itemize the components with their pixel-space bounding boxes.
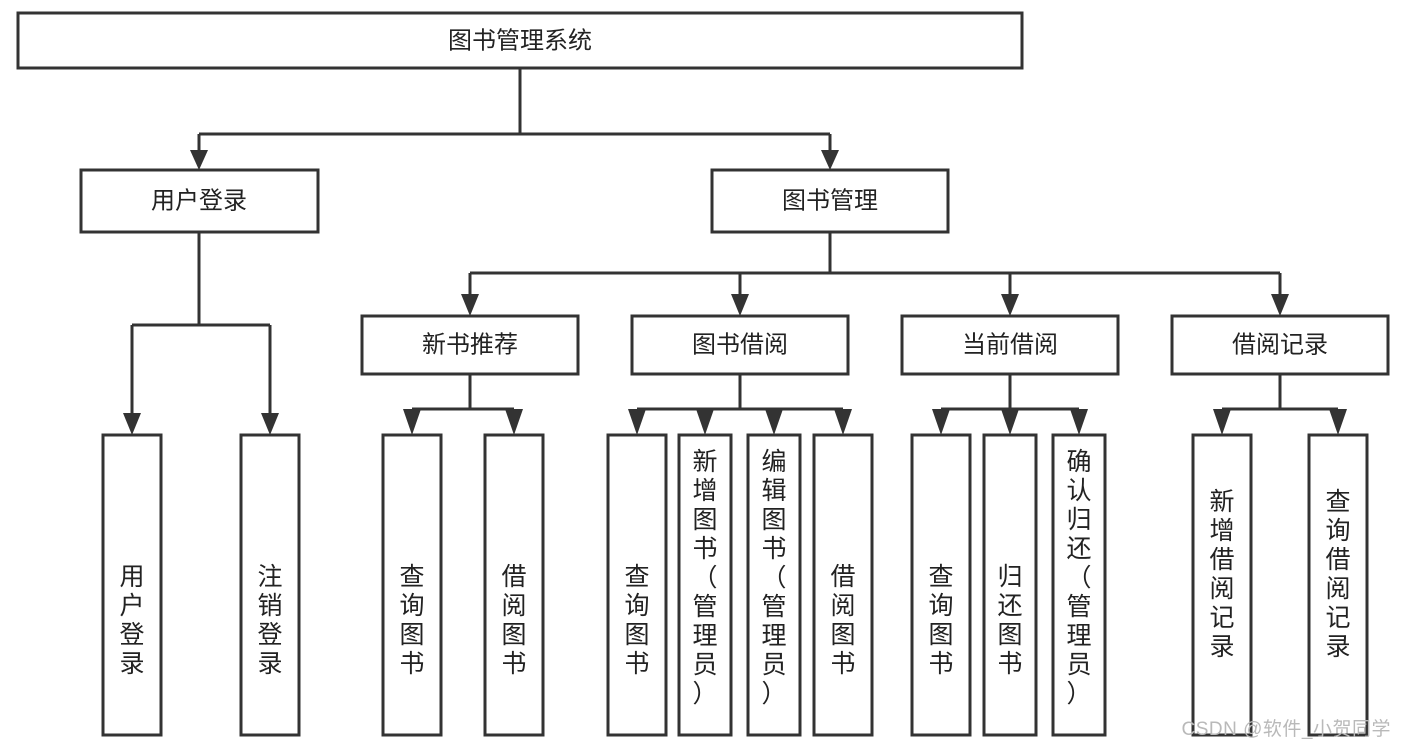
leaf-current-return-book-label: 归还图书 — [997, 563, 1022, 678]
arrow-to-leaf-cur-query — [932, 409, 950, 435]
arrow-to-user-login — [190, 150, 208, 170]
leaf-record-add-box[interactable] — [1191, 433, 1253, 737]
arrow-to-leaf-rec-search — [1329, 409, 1347, 435]
node-root-label: 图书管理系统 — [448, 27, 592, 54]
leaf-logout-label: 注销登录 — [257, 563, 282, 678]
arrow-to-leaf-bor-add — [696, 409, 714, 435]
node-book-management-box[interactable] — [710, 168, 950, 234]
node-current-borrow-label: 当前借阅 — [962, 331, 1058, 358]
leaf-current-query-book-label: 查询图书 — [928, 563, 953, 678]
leaf-borrow-edit-book-label: 编辑图书（管理员） — [761, 448, 786, 708]
leaf-recommend-borrow-book[interactable]: 借阅图书 — [483, 433, 545, 737]
arrow-to-leaf-user-login — [123, 413, 141, 435]
leaf-user-login-box[interactable] — [101, 433, 163, 737]
arrow-to-borrow-record — [1271, 294, 1289, 316]
node-borrow-record-label: 借阅记录 — [1232, 331, 1328, 358]
edge-root-to-level2-bus — [197, 68, 832, 154]
leaf-borrow-borrow-book[interactable]: 借阅图书 — [812, 433, 874, 737]
leaf-borrow-borrow-book-label: 借阅图书 — [830, 563, 855, 678]
edge-new-book-rec-bus — [410, 374, 516, 417]
edge-book-mgmt-bus — [468, 232, 1282, 298]
leaf-recommend-borrow-book-label: 借阅图书 — [501, 563, 526, 678]
leaf-current-confirm-return-label: 确认归还（管理员） — [1066, 448, 1091, 708]
connector-layer — [123, 68, 1347, 435]
arrow-to-new-book-rec — [461, 294, 479, 316]
leaf-record-add-label: 新增借阅记录 — [1209, 488, 1234, 661]
arrow-to-book-mgmt — [821, 150, 839, 170]
leaf-record-search-box[interactable] — [1307, 433, 1369, 737]
arrow-to-leaf-bor-edit — [765, 409, 783, 435]
leaf-borrow-query-book-label: 查询图书 — [624, 563, 649, 678]
node-new-book-recommend-label: 新书推荐 — [422, 331, 518, 358]
leaf-current-return-book-box[interactable] — [982, 433, 1038, 737]
node-borrow-record[interactable]: 借阅记录 — [1170, 314, 1390, 376]
leaf-record-add[interactable]: 新增借阅记录 — [1191, 433, 1253, 737]
node-user-login[interactable]: 用户登录 — [79, 168, 320, 234]
leaf-recommend-query-book-label: 查询图书 — [399, 563, 424, 678]
node-current-borrow-box[interactable] — [900, 314, 1120, 376]
leaf-logout[interactable]: 注销登录 — [239, 433, 301, 737]
leaf-current-confirm-return-box[interactable] — [1051, 433, 1107, 737]
leaf-record-search[interactable]: 查询借阅记录 — [1307, 433, 1369, 737]
edge-user-login-bus — [130, 232, 272, 417]
leaf-borrow-query-book[interactable]: 查询图书 — [606, 433, 668, 737]
node-user-login-label: 用户登录 — [151, 187, 247, 214]
leaf-user-login-label: 用户登录 — [119, 563, 144, 678]
arrow-to-leaf-bor-borrow — [834, 409, 852, 435]
node-book-borrow[interactable]: 图书借阅 — [630, 314, 850, 376]
node-book-borrow-box[interactable] — [630, 314, 850, 376]
node-borrow-record-box[interactable] — [1170, 314, 1390, 376]
leaf-user-login[interactable]: 用户登录 — [101, 433, 163, 737]
node-book-borrow-label: 图书借阅 — [692, 331, 788, 358]
leaf-recommend-query-book[interactable]: 查询图书 — [381, 433, 443, 737]
node-new-book-recommend[interactable]: 新书推荐 — [360, 314, 580, 376]
edge-book-borrow-bus — [635, 374, 845, 417]
node-user-login-box[interactable] — [79, 168, 320, 234]
node-current-borrow[interactable]: 当前借阅 — [900, 314, 1120, 376]
leaf-record-search-label: 查询借阅记录 — [1325, 488, 1350, 661]
node-new-book-recommend-box[interactable] — [360, 314, 580, 376]
arrow-to-leaf-bor-query — [628, 409, 646, 435]
arrow-to-leaf-logout — [261, 413, 279, 435]
leaf-current-query-book-box[interactable] — [910, 433, 972, 737]
leaf-current-query-book[interactable]: 查询图书 — [910, 433, 972, 737]
edge-borrow-record-bus — [1220, 374, 1340, 417]
arrow-to-current-borrow — [1001, 294, 1019, 316]
node-root[interactable]: 图书管理系统 — [16, 11, 1024, 70]
leaf-borrow-add-book-label: 新增图书（管理员） — [692, 448, 717, 708]
node-root-box[interactable] — [16, 11, 1024, 70]
leaf-borrow-edit-book-box[interactable] — [746, 433, 802, 737]
arrow-to-book-borrow — [731, 294, 749, 316]
leaf-borrow-add-book[interactable]: 新增图书（管理员） — [677, 433, 733, 737]
arrow-to-leaf-rec-query — [403, 409, 421, 435]
leaf-recommend-borrow-book-box[interactable] — [483, 433, 545, 737]
arrow-to-leaf-cur-confirm — [1070, 409, 1088, 435]
leaf-current-confirm-return[interactable]: 确认归还（管理员） — [1051, 433, 1107, 737]
arrow-to-leaf-rec-add — [1213, 409, 1231, 435]
leaf-borrow-add-book-box[interactable] — [677, 433, 733, 737]
leaf-logout-box[interactable] — [239, 433, 301, 737]
arrow-to-leaf-rec-borrow — [505, 409, 523, 435]
node-book-management-label: 图书管理 — [782, 187, 878, 214]
node-book-management[interactable]: 图书管理 — [710, 168, 950, 234]
leaf-current-return-book[interactable]: 归还图书 — [982, 433, 1038, 737]
leaf-borrow-edit-book[interactable]: 编辑图书（管理员） — [746, 433, 802, 737]
leaf-recommend-query-book-box[interactable] — [381, 433, 443, 737]
leaf-borrow-borrow-book-box[interactable] — [812, 433, 874, 737]
arrow-to-leaf-cur-return — [1001, 409, 1019, 435]
leaf-borrow-query-book-box[interactable] — [606, 433, 668, 737]
